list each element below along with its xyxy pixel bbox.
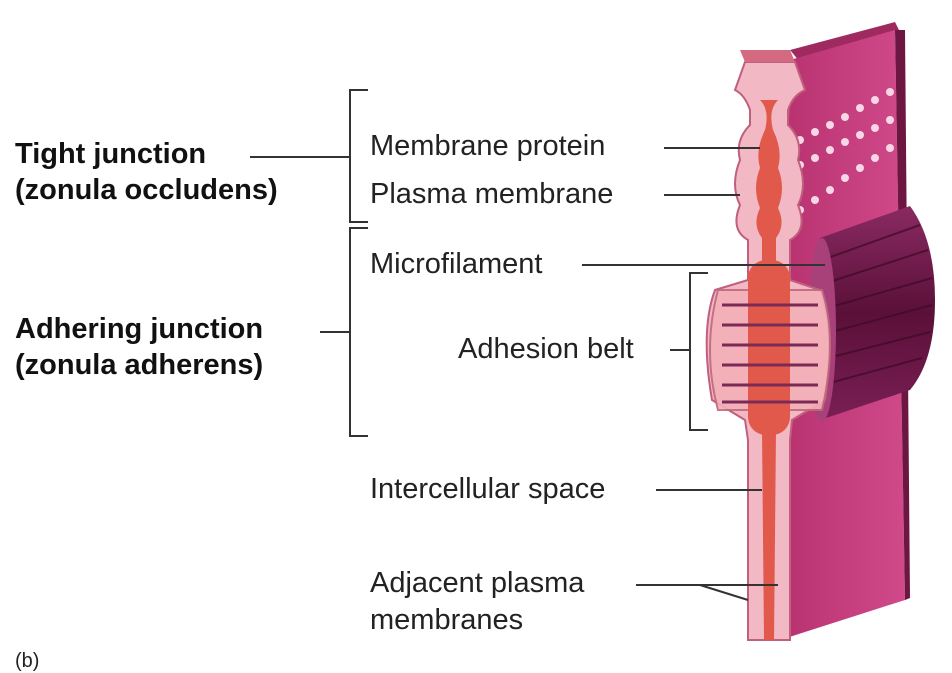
adhesion-belt-links [722, 303, 818, 404]
right-cell-top-face [790, 22, 900, 62]
adjacent-membranes-label: membranes [370, 604, 524, 636]
adhesion-belt-bracket [689, 272, 708, 431]
tight-junction-label: Tight junction [15, 138, 207, 170]
adhesion-belt-label: Adhesion belt [458, 333, 634, 365]
adjacent-plasma-label: Adjacent plasma [370, 567, 585, 599]
leader-lines [250, 89, 825, 601]
plasma-membrane-label: Plasma membrane [370, 178, 614, 210]
adhering-junction-latin-label: (zonula adherens) [15, 349, 264, 381]
adhering-junction-bracket [349, 227, 368, 437]
left-cell-top [740, 50, 795, 62]
adhering-junction-label: Adhering junction [15, 313, 264, 345]
microfilament-stripes [819, 224, 933, 386]
microfilament-bundle [810, 206, 935, 420]
adhesion-belt-core [748, 260, 790, 435]
microfilament-label: Microfilament [370, 248, 543, 280]
tight-junction-bracket [349, 89, 368, 223]
intercellular-space-label: Intercellular space [370, 473, 606, 505]
tight-junction-latin-label: (zonula occludens) [15, 174, 278, 206]
figure-tag: (b) [15, 650, 40, 672]
membrane-protein-label: Membrane protein [370, 130, 606, 162]
